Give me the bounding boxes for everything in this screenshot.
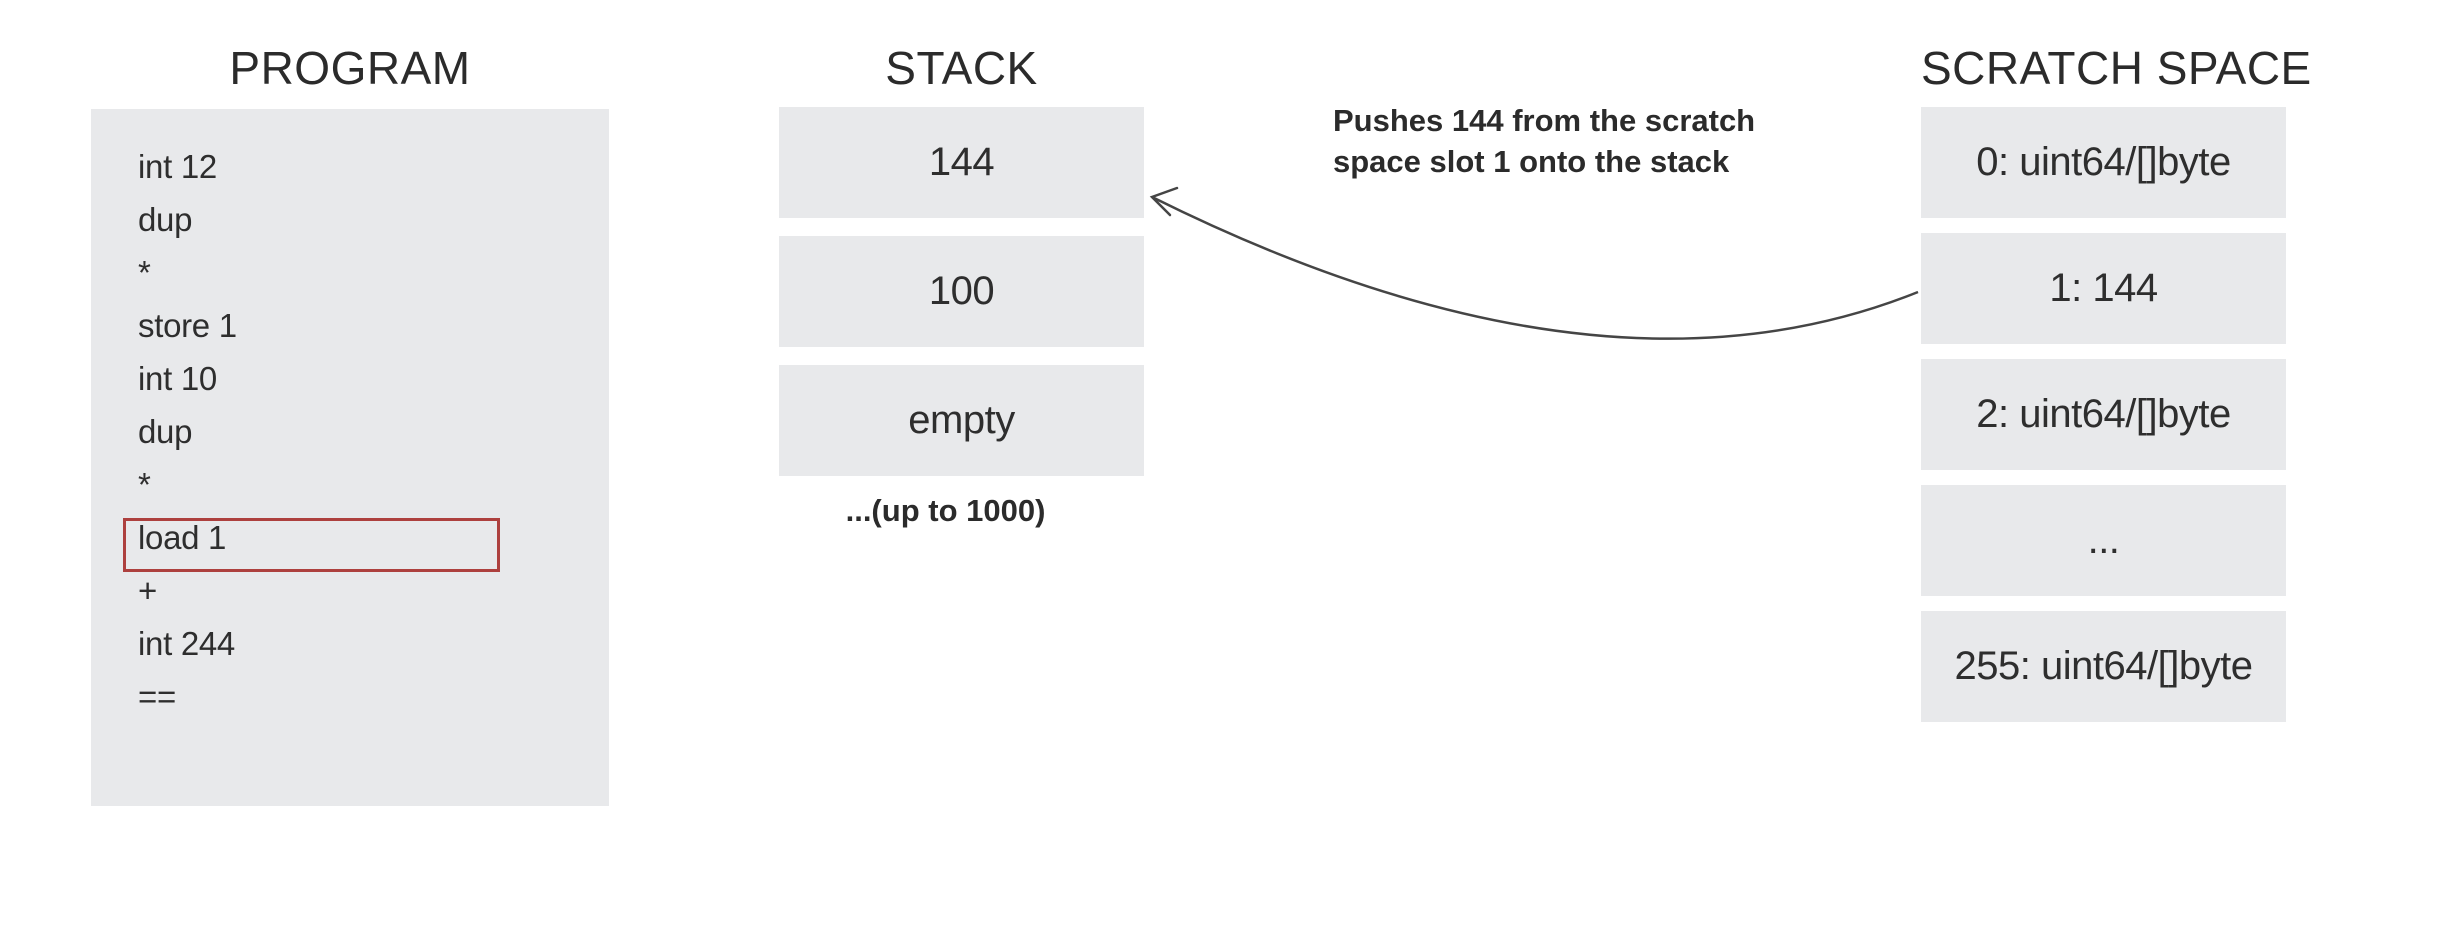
scratch-slot-1: 1: 144	[1921, 233, 2286, 344]
stack-slot-empty: empty	[779, 365, 1144, 476]
instruction-text: +	[138, 572, 157, 609]
instruction-text: int 12	[138, 148, 217, 185]
scratch-value: 255: uint64/[]byte	[1954, 644, 2253, 688]
program-instruction: int 10	[138, 352, 609, 405]
program-instruction: +	[138, 564, 609, 617]
instruction-text: dup	[138, 413, 193, 450]
arrowhead-icon	[1149, 186, 1179, 217]
stack-capacity-caption: ...(up to 1000)	[845, 493, 1046, 528]
scratch-slot-255: 255: uint64/[]byte	[1921, 611, 2286, 722]
instruction-text: int 244	[138, 625, 235, 662]
program-box: int 12 dup * store 1 int 10 dup * load 1…	[91, 109, 609, 806]
instruction-text: *	[138, 254, 151, 291]
instruction-text: *	[138, 466, 151, 503]
stack-title: STACK	[885, 42, 1038, 94]
scratch-space-title: SCRATCH SPACE	[1921, 42, 2312, 94]
scratch-value: 1: 144	[2049, 266, 2158, 310]
annotation-line-2: space slot 1 onto the stack	[1333, 144, 1730, 179]
scratch-value: 0: uint64/[]byte	[1976, 140, 2231, 184]
arrow-annotation: Pushes 144 from the scratch space slot 1…	[1333, 100, 1755, 182]
instruction-text: int 10	[138, 360, 217, 397]
program-instruction: *	[138, 458, 609, 511]
program-instruction-highlighted: load 1	[123, 511, 609, 572]
scratch-slot-0: 0: uint64/[]byte	[1921, 107, 2286, 218]
stack-value: 144	[928, 140, 995, 184]
instruction-text: ==	[138, 678, 176, 715]
instruction-text: store 1	[138, 307, 237, 344]
arrow-curve	[1151, 195, 1919, 340]
annotation-line-1: Pushes 144 from the scratch	[1333, 103, 1756, 138]
instruction-text: dup	[138, 201, 193, 238]
stack-slot: 100	[779, 236, 1144, 347]
program-instruction: dup	[138, 405, 609, 458]
scratch-slot-2: 2: uint64/[]byte	[1921, 359, 2286, 470]
stack-slot-top: 144	[779, 107, 1144, 218]
program-instruction: *	[138, 246, 609, 299]
stack-value: empty	[908, 398, 1015, 442]
program-instruction: int 12	[138, 140, 609, 193]
program-instruction: store 1	[138, 299, 609, 352]
scratch-slot-ellipsis: ...	[1921, 485, 2286, 596]
program-title: PROGRAM	[229, 42, 471, 94]
program-instruction: dup	[138, 193, 609, 246]
instruction-text: load 1	[138, 519, 227, 556]
program-instruction: ==	[138, 670, 609, 723]
scratch-value: 2: uint64/[]byte	[1976, 392, 2231, 436]
scratch-value: ...	[2087, 518, 2120, 562]
stack-value: 100	[928, 269, 995, 313]
program-instruction: int 244	[138, 617, 609, 670]
